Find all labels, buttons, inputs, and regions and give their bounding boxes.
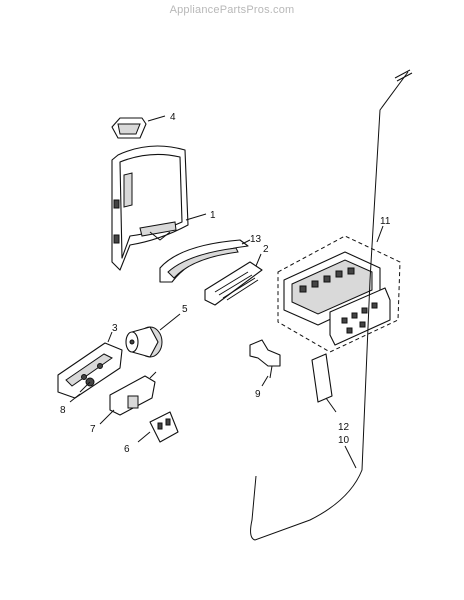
callout-4: 4 <box>170 112 176 123</box>
part-2-grille[interactable] <box>204 261 263 306</box>
callout-13: 13 <box>250 234 262 245</box>
callout-9: 9 <box>255 389 261 400</box>
part-9-elbow[interactable] <box>249 339 281 379</box>
part-1-housing[interactable] <box>111 145 189 271</box>
callout-3: 3 <box>112 323 118 334</box>
callout-5: 5 <box>182 304 188 315</box>
callout-7: 7 <box>90 424 96 435</box>
part-11-control-assembly[interactable] <box>277 235 401 353</box>
part-5-motor[interactable] <box>125 326 163 358</box>
callout-1: 1 <box>210 210 216 221</box>
callout-10: 10 <box>338 435 350 446</box>
part-3-bracket[interactable] <box>57 342 123 399</box>
part-4-cap[interactable] <box>111 117 147 139</box>
part-10-tube[interactable] <box>250 69 413 541</box>
part-12-pad[interactable] <box>311 353 333 403</box>
watermark-text: AppliancePartsPros.com <box>169 4 295 16</box>
callout-11: 11 <box>380 216 391 227</box>
part-6-switch[interactable] <box>149 411 179 443</box>
callout-8: 8 <box>60 405 66 416</box>
part-7-actuator[interactable] <box>109 371 157 416</box>
part-8-screw[interactable] <box>79 377 95 393</box>
callout-6: 6 <box>124 444 130 455</box>
callout-2: 2 <box>263 244 269 255</box>
callout-12: 12 <box>338 422 350 433</box>
part-13-trim[interactable] <box>159 239 249 283</box>
